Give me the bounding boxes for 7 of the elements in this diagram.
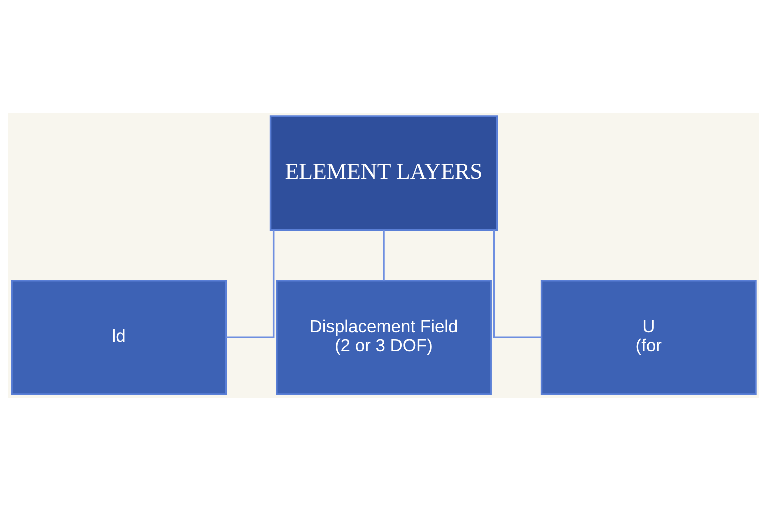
connector [226, 230, 275, 338]
node-box: ELEMENT LAYERS [270, 115, 498, 231]
node-box: Displacement Field (2 or 3 DOF) [276, 279, 492, 395]
connector [493, 230, 542, 338]
connector [383, 230, 385, 280]
node-box: U (for [540, 279, 757, 395]
node-box: ld [11, 279, 228, 395]
